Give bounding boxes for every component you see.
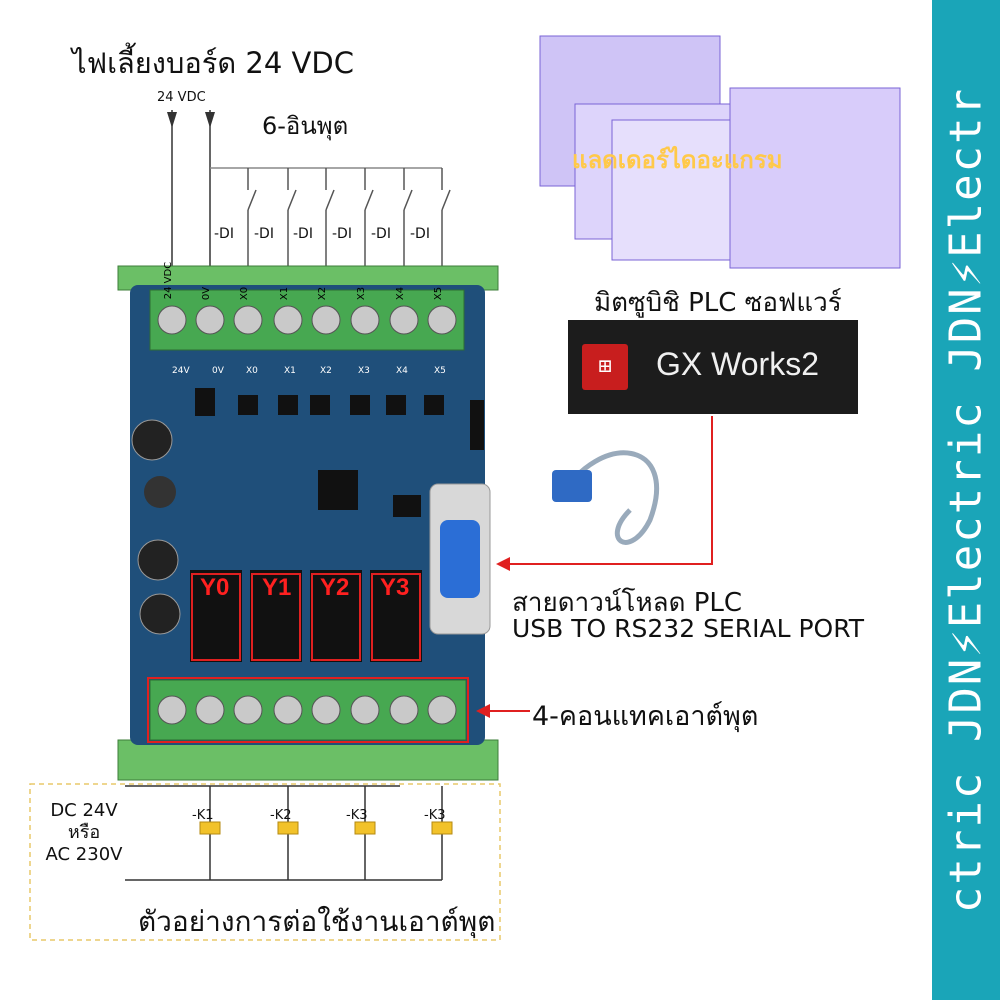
di-label: -DI [214, 226, 234, 242]
contactor-label: -K3 [424, 808, 446, 823]
pcb-label: X4 [396, 366, 408, 376]
di-label: -DI [410, 226, 430, 242]
inputs-title: 6-อินพุต [262, 112, 349, 140]
supply-label: 24 VDC [157, 90, 206, 105]
relay-label: Y3 [380, 574, 410, 601]
contactor-label: -K3 [346, 808, 368, 823]
pcb-label: 0V [212, 366, 224, 376]
download-cable-subtitle: USB TO RS232 SERIAL PORT [512, 614, 865, 643]
supply-option: หรือ [67, 822, 101, 843]
supply-option: AC 230V [45, 844, 123, 865]
pcb-label: X5 [434, 366, 446, 376]
supply-options: DC 24V หรือ AC 230V [44, 800, 124, 866]
contactor-label: -K1 [192, 808, 214, 823]
wiring-diagram [29, 35, 901, 941]
pcb-label: X2 [320, 366, 332, 376]
pcb-label: 24V [172, 366, 190, 376]
software-name: GX Works2 [656, 346, 819, 382]
terminal-label: X0 [239, 286, 251, 301]
terminal-label: X2 [317, 286, 329, 301]
gx-works-logo-icon: ⊞ [582, 344, 628, 390]
supply-option: DC 24V [50, 800, 118, 821]
download-cable-title: สายดาวน์โหลด PLC [512, 588, 743, 618]
brand-text: ctric JDN⚡Electric JDN⚡Electr [940, 86, 992, 914]
software-title: มิตซูบิชิ PLC ซอฟแวร์ [594, 288, 842, 318]
board-power-title: ไฟเลี้ยงบอร์ด 24 VDC [72, 46, 354, 80]
pcb-label: X0 [246, 366, 258, 376]
relay-label: Y2 [320, 574, 350, 601]
pcb-label: X3 [358, 366, 370, 376]
relay-label: Y0 [200, 574, 230, 601]
terminal-label: X4 [395, 286, 407, 301]
ladder-diagram-label: แลดเดอร์ไดอะแกรม [572, 146, 783, 174]
terminal-label: 24 VDC [163, 261, 175, 300]
di-label: -DI [254, 226, 274, 242]
terminal-label: X5 [433, 286, 445, 301]
relay-label: Y1 [262, 574, 292, 601]
di-label: -DI [371, 226, 391, 242]
outputs-title: 4-คอนแทคเอาต์พุต [532, 701, 759, 732]
terminal-label: X1 [279, 286, 291, 301]
gx-works-banner: ⊞ GX Works2 [568, 320, 858, 414]
example-title: ตัวอย่างการต่อใช้งานเอาต์พุต [138, 905, 496, 938]
contactor-label: -K2 [270, 808, 292, 823]
brand-banner: ctric JDN⚡Electric JDN⚡Electr [932, 0, 1000, 1000]
terminal-label: X3 [356, 286, 368, 301]
terminal-label: 0V [201, 286, 213, 301]
pcb-label: X1 [284, 366, 296, 376]
di-label: -DI [332, 226, 352, 242]
di-label: -DI [293, 226, 313, 242]
